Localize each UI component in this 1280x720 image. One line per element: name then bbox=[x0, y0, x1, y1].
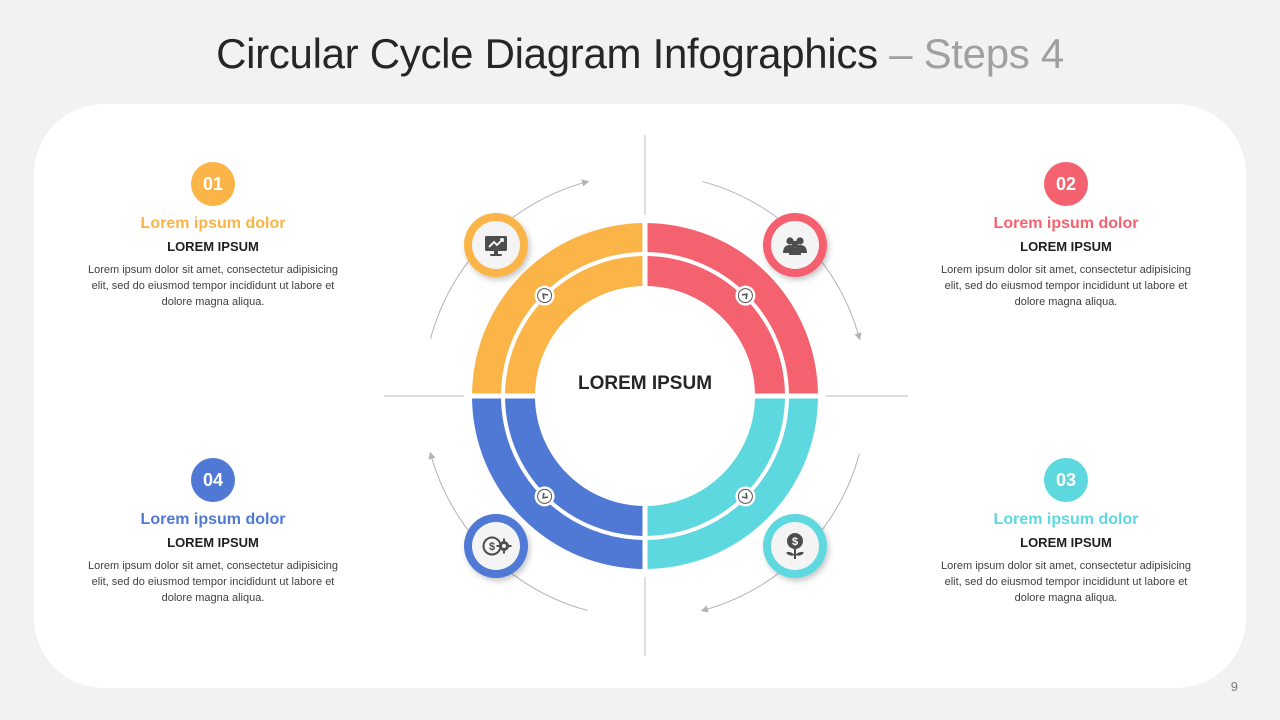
step-3-subheading: LOREM IPSUM bbox=[1020, 535, 1112, 550]
money-plant-icon: $ bbox=[786, 533, 804, 559]
svg-text:$: $ bbox=[792, 536, 798, 548]
step-1-heading: Lorem ipsum dolor bbox=[140, 215, 286, 232]
inner-markers bbox=[534, 285, 756, 507]
step-1-icon-badge bbox=[464, 213, 528, 277]
step-4-icon-badge: $ bbox=[464, 514, 528, 578]
step-4-subheading: LOREM IPSUM bbox=[167, 535, 259, 550]
step-3-icon-badge: $ bbox=[763, 514, 827, 578]
cycle-ring bbox=[472, 223, 818, 569]
team-icon bbox=[783, 237, 807, 255]
step-4-heading: Lorem ipsum dolor bbox=[140, 511, 286, 528]
title-main: Circular Cycle Diagram Infographics bbox=[216, 30, 878, 77]
inner-marker-2 bbox=[735, 285, 756, 306]
step-2-number-badge: 02 bbox=[1044, 162, 1088, 206]
dollar-gear-icon: $ bbox=[482, 536, 512, 556]
ring-segment-3 bbox=[645, 396, 818, 569]
svg-text:$: $ bbox=[489, 541, 495, 553]
step-1-subheading: LOREM IPSUM bbox=[167, 239, 259, 254]
step-4-body: Lorem ipsum dolor sit amet, consectetur … bbox=[87, 560, 339, 604]
monitor-chart-icon bbox=[485, 236, 507, 256]
step-3-number-badge: 03 bbox=[1044, 458, 1088, 502]
ring-segment-2 bbox=[645, 223, 818, 396]
step-1-body: Lorem ipsum dolor sit amet, consectetur … bbox=[87, 264, 339, 308]
ring-segment-4 bbox=[472, 396, 645, 569]
inner-marker-3 bbox=[735, 486, 756, 507]
inner-marker-1 bbox=[534, 285, 555, 306]
step-2-heading: Lorem ipsum dolor bbox=[993, 215, 1139, 232]
step-3-heading: Lorem ipsum dolor bbox=[993, 511, 1139, 528]
step-1-block: 01 Lorem ipsum dolor LOREM IPSUM Lorem i… bbox=[78, 162, 348, 310]
center-label: LOREM IPSUM bbox=[578, 373, 712, 394]
ring-segment-1 bbox=[472, 223, 645, 396]
title-separator: – bbox=[877, 30, 924, 77]
step-2-block: 02 Lorem ipsum dolor LOREM IPSUM Lorem i… bbox=[931, 162, 1201, 310]
slide-title: Circular Cycle Diagram Infographics – St… bbox=[0, 30, 1280, 78]
step-1-number-badge: 01 bbox=[191, 162, 235, 206]
inner-marker-4 bbox=[534, 486, 555, 507]
step-2-subheading: LOREM IPSUM bbox=[1020, 239, 1112, 254]
step-2-icon-badge bbox=[763, 213, 827, 277]
step-3-block: 03 Lorem ipsum dolor LOREM IPSUM Lorem i… bbox=[931, 458, 1201, 606]
step-4-number-badge: 04 bbox=[191, 458, 235, 502]
step-2-body: Lorem ipsum dolor sit amet, consectetur … bbox=[940, 264, 1192, 308]
title-sub: Steps 4 bbox=[923, 30, 1065, 77]
step-3-body: Lorem ipsum dolor sit amet, consectetur … bbox=[940, 560, 1192, 604]
page-number: 9 bbox=[1230, 679, 1238, 694]
step-4-block: 04 Lorem ipsum dolor LOREM IPSUM Lorem i… bbox=[78, 458, 348, 606]
